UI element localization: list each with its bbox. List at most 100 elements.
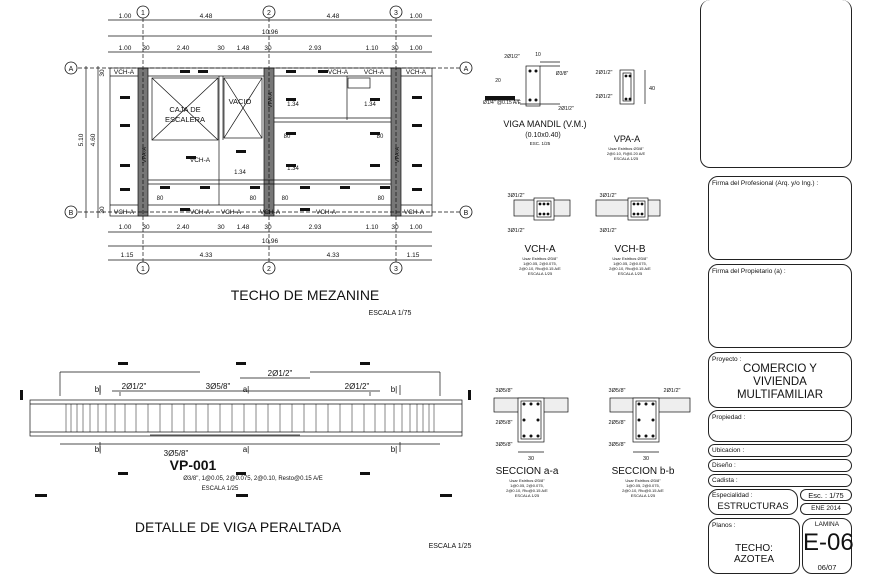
beam-label: VCH-A [190,209,211,216]
firma-propietario-box: Firma del Propietario (a) : [708,264,852,348]
vch-b-annot: 3Ø1/2" [600,193,617,199]
beam-label: VCH-A [221,209,242,216]
axis-bubble-3-bottom [389,261,403,275]
vpa-label: VPA-A [142,147,148,163]
dim-text: 1.00 [119,13,132,20]
inner-dim: 80 [250,196,257,202]
beam-label: VCH-A [114,69,135,76]
dim-text: 30 [264,224,272,231]
vpa-note-l1: Usar Estribos Ø3/8" [608,146,644,151]
viga-mandil-section [525,65,541,107]
dim-text: 1.00 [410,224,423,231]
vp-title: VP-001 [170,457,217,473]
beam-top-bar: 2Ø1/2" [345,382,370,391]
sec-a-note-l1: Usar Estribos Ø3/8" [509,478,545,483]
sec-a-note-l3: 2@0.10, Rto@0.15 A/E [506,488,548,493]
sec-a-annot: 30 [528,456,534,462]
inner-dim: 80 [157,196,164,202]
fecha-value: ENE 2014 [811,505,841,512]
inner-dim: 1.34 [287,102,299,108]
beam-label: VCH-A [114,209,135,216]
vch-a-note-l3: 2@0.10, Rto@0.15 A/E [519,266,561,271]
dim-text: 2.40 [177,45,190,52]
vm-scale: ESC. 1/25 [530,141,551,146]
inner-dim: 1.34 [234,170,246,176]
vp-scale: ESCALA 1/25 [202,486,239,492]
planos-label: Planos : [712,522,736,529]
vpa-label: VPA-A [268,92,274,108]
dim-text: 30 [99,206,106,214]
axis-label: 1 [141,10,145,17]
beam-label: VCH-A [406,69,427,76]
dim-text: 4.33 [327,252,340,259]
inner-dim: 80 [377,134,384,140]
hoja-value: 06/07 [817,563,837,572]
especialidad-label: Especialidad : [712,492,753,499]
beam-sec-label: a| [243,385,250,394]
beam-top-bar: 2Ø1/2" [122,382,147,391]
sec-b-annot: 2Ø5/8" [609,420,626,426]
sec-b-annot: 3Ø5/8" [609,442,626,448]
esc-value: Esc. : 1/75 [808,491,844,500]
firma-profesional-box: Firma del Profesional (Arq. y/o Ing.) : [708,176,852,260]
plan-scale: ESCALA 1/75 [369,310,412,317]
especialidad-value: ESTRUCTURAS [717,501,789,512]
proyecto-label: Proyecto : [712,356,742,363]
plan-void-box [223,77,263,139]
sec-b-note-l2: 1@0.05, 2@0.075, [626,483,660,488]
vpa-title: VPA-A [614,134,640,144]
axis-bubble-A-left [64,61,78,75]
lamina-box: LAMINA E-06 06/07 [802,518,854,574]
title-block-top-frame [700,0,852,168]
beam-label: VCH-A [316,209,337,216]
beam-label: VCH-A [364,69,385,76]
sec-b-note-l3: 2@0.10, Rto@0.15 A/E [622,488,664,493]
dim-text: 1.10 [366,45,379,52]
vm-size: (0.10x0.40) [525,132,560,139]
dim-text: 4.48 [327,13,340,20]
vpa-note-l2: 2@0.10, R@0.20 A/E [607,151,646,156]
dim-text: 30 [217,45,225,52]
beam-top-bar: 2Ø1/2" [268,369,293,378]
axis-label: B [464,210,469,217]
dim-text: 2.40 [177,224,190,231]
especialidad-box: Especialidad : ESTRUCTURAS [708,489,798,515]
sec-a-note-l4: ESCALA 1/25 [515,493,540,498]
beam-label: VCH-A [404,209,425,216]
plan-stair-box [151,77,219,141]
vpa-annot: 2Ø1/2" [596,70,613,76]
dim-text: 30 [99,69,106,77]
diseno-label: Diseño : [712,462,736,469]
sec-a-title: SECCION a-a [496,466,559,477]
dim-text: 4.33 [200,252,213,259]
sec-a-annot: 2Ø5/8" [496,420,513,426]
dim-text: 1.00 [410,13,423,20]
vch-a-note-l4: ESCALA 1/25 [528,271,553,276]
vm-title: VIGA MANDIL (V.M.) [503,119,586,129]
sec-b-annot: 2Ø1/2" [664,388,681,394]
vpa-label: VPA-A [395,147,401,163]
sec-b-note-l1: Usar Estribos Ø3/8" [625,478,661,483]
dim-text: 30 [217,224,225,231]
vpa-annot: 2Ø1/2" [596,94,613,100]
dim-text: 1.15 [121,252,134,259]
vm-annot: Ø1/4" @0.15 A/E [483,100,522,106]
fecha-box: ENE 2014 [800,503,852,515]
dim-text: 30 [142,45,150,52]
dim-text: 10.96 [262,238,279,245]
dim-text: 2.93 [309,45,322,52]
inner-dim: 80 [282,196,289,202]
dim-text: 2.93 [309,224,322,231]
vch-a-note-l2: 1@0.05, 2@0.075, [523,261,557,266]
stair-label-l1: CAJA DE [169,105,200,114]
axis-label: 2 [267,10,271,17]
dim-text: 30 [142,224,150,231]
dim-text: 1.00 [410,45,423,52]
vm-annot: 10 [535,52,541,58]
vm-annot: 2Ø1/2" [558,106,574,112]
plan-title: TECHO DE MEZANINE [231,287,380,303]
vch-b-note-l2: 1@0.05, 2@0.075, [613,261,647,266]
vm-annot: 20 [495,78,501,84]
